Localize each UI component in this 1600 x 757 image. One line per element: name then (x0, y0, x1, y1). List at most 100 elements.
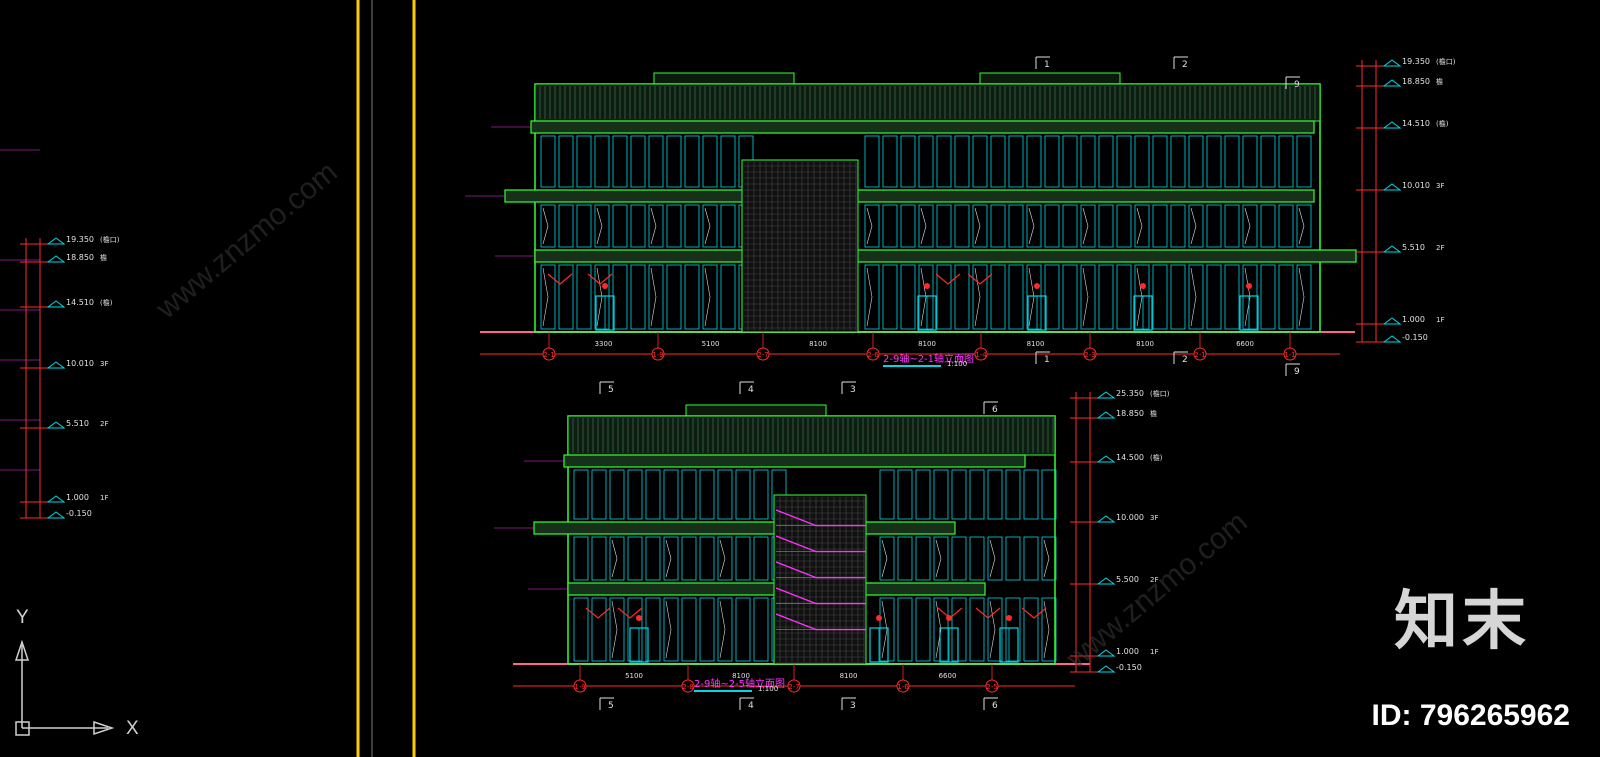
window-swing (704, 267, 711, 327)
level-marker (1382, 121, 1402, 129)
window-panel (1152, 204, 1168, 248)
window-panel (1170, 264, 1186, 330)
window-panel (900, 204, 916, 248)
window-panel (1206, 135, 1222, 188)
window-panel (717, 469, 733, 520)
section-mark-label: 9 (1294, 367, 1300, 377)
window-panel (540, 135, 556, 188)
watermark-logo: 知末 (1394, 585, 1530, 659)
roof-block (979, 72, 1121, 85)
window-panel (717, 597, 733, 662)
window-panel (663, 469, 679, 520)
window-panel (720, 135, 736, 188)
grid-label: 2-8 (682, 683, 693, 691)
window-panel (666, 264, 682, 330)
window-panel (573, 536, 589, 581)
window-panel (1005, 536, 1021, 581)
window-panel (1098, 135, 1114, 188)
window-panel (864, 264, 880, 330)
window-swing (542, 207, 549, 245)
level-marker (1382, 59, 1402, 67)
span-dimension: 8100 (1027, 340, 1045, 348)
ucs-x-label: X (126, 718, 139, 739)
roof-screen (534, 83, 1321, 122)
window-panel (897, 469, 913, 520)
window-swing (1298, 267, 1305, 327)
grid-bubble (866, 347, 880, 361)
level-label: 14.510 (66, 298, 94, 307)
window-panel (753, 469, 769, 520)
window-swing (920, 267, 927, 327)
level-label: -0.150 (66, 509, 92, 518)
section-mark-label: 4 (748, 385, 754, 395)
level-marker (46, 511, 66, 519)
window-panel (612, 204, 628, 248)
window-panel (591, 597, 607, 662)
level-marker (46, 255, 66, 263)
window-panel (933, 469, 949, 520)
level-label: -0.150 (1402, 333, 1428, 342)
door-sign (876, 615, 882, 621)
window-panel (882, 135, 898, 188)
window-panel (594, 264, 610, 330)
door-sign (1006, 615, 1012, 621)
window-panel (1062, 135, 1078, 188)
window-panel (591, 469, 607, 520)
window-panel (918, 264, 934, 330)
window-panel (666, 204, 682, 248)
window-panel (576, 264, 592, 330)
window-panel (645, 536, 661, 581)
window-swing (1028, 267, 1035, 327)
window-panel (972, 135, 988, 188)
window-swing (1298, 207, 1305, 245)
grid-bubble (985, 679, 999, 693)
window-panel (594, 204, 610, 248)
level-marker (46, 237, 66, 245)
window-panel (1296, 204, 1312, 248)
level-label: 1.000 (1116, 647, 1139, 656)
window-swing (665, 539, 672, 578)
window-panel (972, 204, 988, 248)
window-panel (1224, 204, 1240, 248)
level-label: 25.350 (1116, 389, 1144, 398)
window-panel (936, 264, 952, 330)
window-panel (1023, 536, 1039, 581)
floor-slab (533, 521, 956, 535)
window-panel (645, 469, 661, 520)
window-panel (753, 597, 769, 662)
level-note: 3F (1436, 182, 1444, 190)
level-marker (46, 361, 66, 369)
window-panel (951, 597, 967, 662)
window-panel (936, 204, 952, 248)
window-panel (1041, 469, 1057, 520)
window-panel (1278, 135, 1294, 188)
level-label: 18.850 (1402, 77, 1430, 86)
window-panel (969, 469, 985, 520)
section-mark-label: 6 (992, 405, 998, 415)
window-panel (720, 264, 736, 330)
section-mark-label: 6 (992, 701, 998, 711)
window-panel (897, 536, 913, 581)
grid-bubble (651, 347, 665, 361)
window-panel (1134, 204, 1150, 248)
window-panel (864, 204, 880, 248)
window-panel (969, 536, 985, 581)
grid-bubble (681, 679, 695, 693)
level-note: 2F (1436, 244, 1444, 252)
level-label: 5.510 (66, 419, 89, 428)
span-dimension: 8100 (918, 340, 936, 348)
window-panel (1026, 135, 1042, 188)
level-label: 14.500 (1116, 453, 1144, 462)
section-mark-label: 5 (608, 701, 614, 711)
window-panel (1242, 135, 1258, 188)
window-swing (989, 600, 996, 659)
window-panel (1152, 264, 1168, 330)
elevation-scale: 1:100 (758, 685, 778, 693)
window-panel (933, 536, 949, 581)
section-mark-label: 2 (1182, 355, 1188, 365)
window-swing (1190, 267, 1197, 327)
window-panel (1296, 264, 1312, 330)
